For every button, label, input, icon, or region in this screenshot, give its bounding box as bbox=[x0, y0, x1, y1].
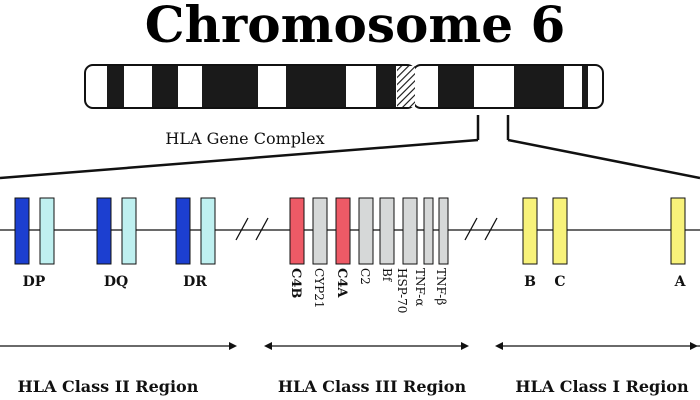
gene-dr-a bbox=[175, 197, 191, 265]
chromosome-centromere bbox=[397, 66, 415, 107]
gene-cyp21 bbox=[312, 197, 328, 265]
chromosome-band bbox=[202, 66, 258, 107]
bracket-arrowhead bbox=[229, 342, 237, 350]
gene-label-b: B bbox=[524, 274, 536, 290]
gene-dp-b bbox=[39, 197, 55, 265]
region-label-class-ii: HLA Class II Region bbox=[18, 377, 199, 396]
hla-gene-complex-label: HLA Gene Complex bbox=[165, 129, 324, 148]
gene-tnf-a bbox=[423, 197, 434, 265]
chromosome-band bbox=[376, 66, 396, 107]
region-label-class-i: HLA Class I Region bbox=[515, 377, 689, 396]
gene-dq-a bbox=[96, 197, 112, 265]
gene-label-cyp21: CYP21 bbox=[312, 268, 326, 308]
class-iii-genes bbox=[289, 197, 449, 265]
gene-c4a bbox=[335, 197, 351, 265]
gene-label-dr: DR bbox=[183, 274, 207, 290]
bracket-arrowhead bbox=[495, 342, 503, 350]
gene-label-c4a: C4A bbox=[334, 268, 349, 298]
gene-hsp70 bbox=[402, 197, 418, 265]
gene-label-dq: DQ bbox=[104, 274, 128, 290]
gene-dq-b bbox=[121, 197, 137, 265]
chromosome-band bbox=[582, 66, 588, 107]
break-mark bbox=[235, 217, 269, 241]
bracket-arrowhead bbox=[690, 342, 698, 350]
class-i-genes bbox=[522, 197, 686, 265]
chromosome-band bbox=[152, 66, 178, 107]
zoom-line-left bbox=[0, 138, 479, 180]
chromosome-band bbox=[438, 66, 474, 107]
gene-c bbox=[552, 197, 568, 265]
gene-dp-a bbox=[14, 197, 30, 265]
gene-b bbox=[522, 197, 538, 265]
gene-label-a: A bbox=[674, 274, 687, 290]
diagram-title: Chromosome 6 bbox=[145, 0, 566, 54]
gene-label-hsp70: HSP-70 bbox=[395, 268, 409, 313]
bracket-arrowhead bbox=[461, 342, 469, 350]
gene-tnf-b bbox=[438, 197, 449, 265]
gene-c4b bbox=[289, 197, 305, 265]
gene-label-c4b: C4B bbox=[288, 268, 303, 298]
gene-label-dp: DP bbox=[23, 274, 46, 290]
region-label-class-iii: HLA Class III Region bbox=[278, 377, 467, 396]
bracket-arrowhead bbox=[264, 342, 272, 350]
gene-label-c: C bbox=[554, 274, 565, 290]
zoom-line-right bbox=[507, 138, 700, 180]
gene-dr-b bbox=[200, 197, 216, 265]
break-mark bbox=[464, 217, 498, 241]
class-ii-genes bbox=[14, 197, 216, 265]
gene-a bbox=[670, 197, 686, 265]
gene-label-bf: Bf bbox=[380, 268, 394, 283]
gene-label-tnf-b: TNF-β bbox=[434, 268, 448, 305]
chromosome-band bbox=[286, 66, 346, 107]
gene-label-tnf-a: TNF-α bbox=[413, 268, 427, 306]
chromosome bbox=[84, 64, 604, 140]
gene-label-c2: C2 bbox=[358, 268, 372, 285]
chromosome-band bbox=[107, 66, 124, 107]
gene-c2 bbox=[358, 197, 374, 265]
gene-bf bbox=[379, 197, 395, 265]
chromosome-band bbox=[514, 66, 564, 107]
